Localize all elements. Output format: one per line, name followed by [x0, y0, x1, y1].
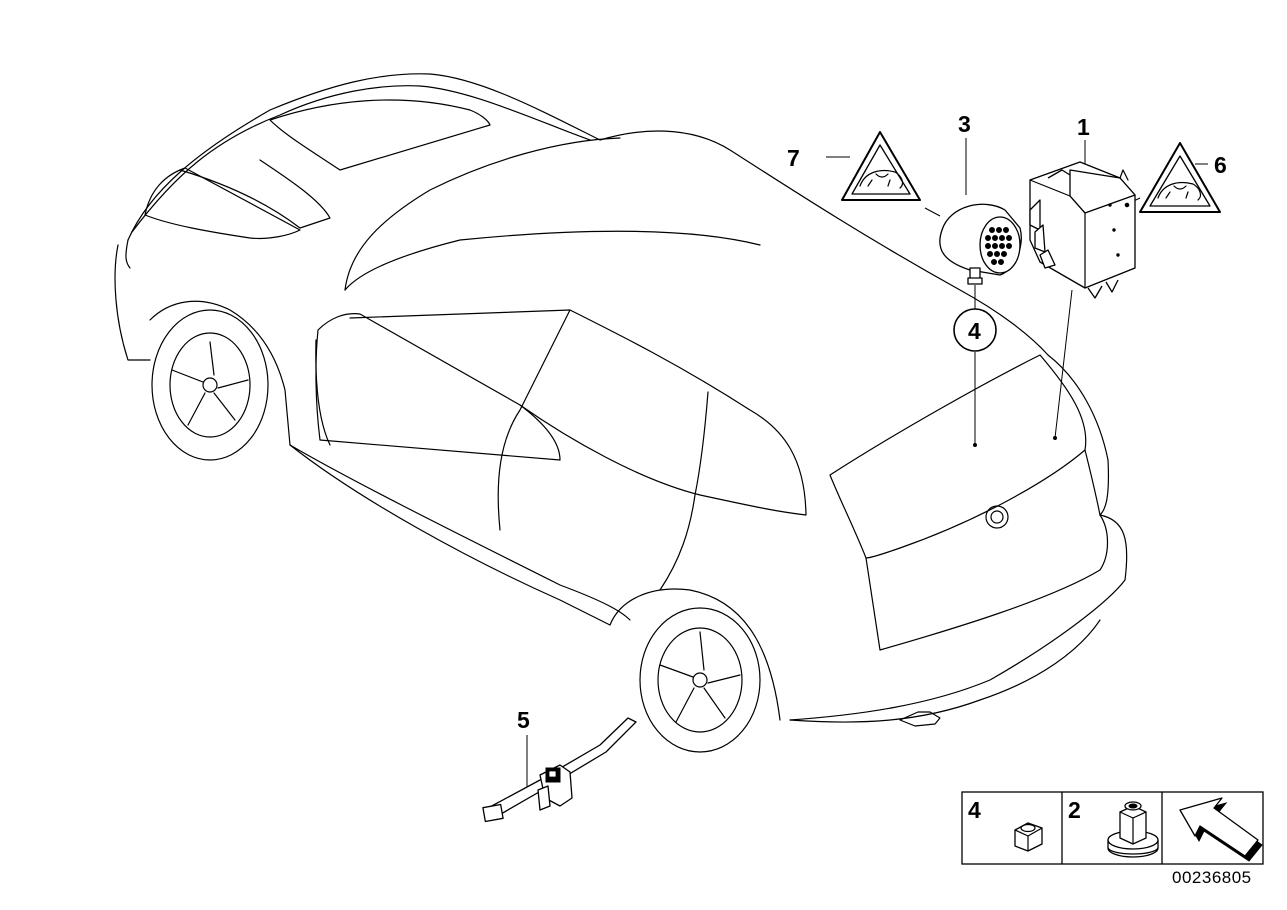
legend-label-4: 4	[968, 797, 981, 823]
front-wheel-icon	[151, 309, 269, 461]
reference-number: 00236805	[1172, 868, 1252, 887]
leader-lines	[526, 138, 1208, 790]
hex-nut-icon	[1014, 822, 1043, 852]
callout-5: 5	[517, 707, 530, 733]
warning-triangle-icon	[1139, 142, 1221, 213]
legend-label-2: 2	[1068, 797, 1081, 823]
siren-horn-icon	[939, 203, 1022, 285]
rear-wheel-icon	[639, 607, 761, 753]
cable-tie-icon	[482, 717, 637, 823]
callout-3: 3	[958, 111, 971, 137]
control-unit-icon	[1029, 161, 1136, 299]
direction-arrow-icon	[1179, 797, 1263, 862]
callout-6: 6	[1214, 152, 1227, 178]
connector-grid	[985, 227, 1012, 265]
warning-triangle-icon	[841, 131, 921, 201]
callout-1: 1	[1077, 114, 1090, 140]
collar-nut-icon	[1107, 801, 1159, 858]
callout-7: 7	[787, 145, 800, 171]
car-outline-icon	[114, 73, 1128, 753]
callout-4: 4	[968, 318, 981, 344]
legend-box	[961, 791, 1264, 865]
